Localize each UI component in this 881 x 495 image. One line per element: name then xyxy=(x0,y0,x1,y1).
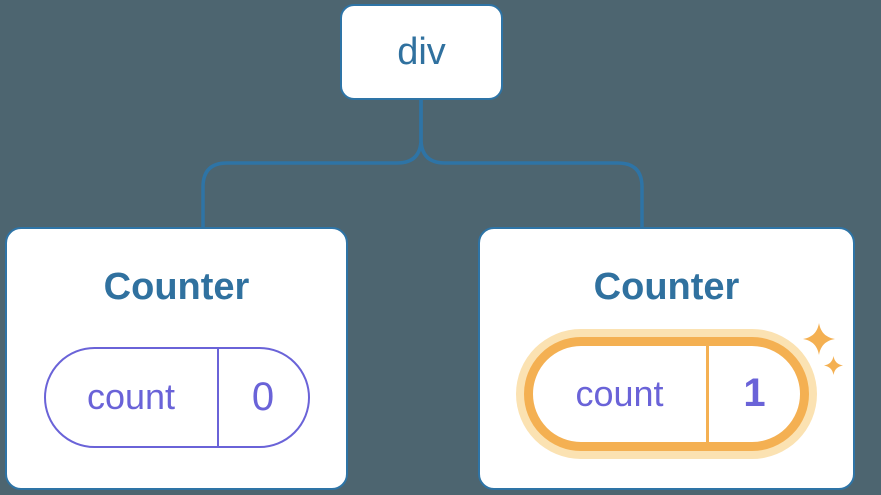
connector-right-branch xyxy=(419,99,644,227)
state-value: 0 xyxy=(251,374,275,419)
counter-card-right: Counter count 1 xyxy=(478,227,855,490)
state-pill-highlighted: count 1 xyxy=(524,336,809,451)
sparkle-icon-large xyxy=(803,323,835,355)
state-pill: count 0 xyxy=(43,346,310,448)
tree-root-node: div xyxy=(340,4,503,100)
pill-divider xyxy=(216,348,219,446)
state-value: 1 xyxy=(743,371,766,416)
connector-left-branch xyxy=(201,99,423,227)
root-node-label: div xyxy=(397,30,446,73)
sparkle-icon-small xyxy=(824,356,843,375)
card-title: Counter xyxy=(593,266,740,308)
state-key-label: count xyxy=(575,372,664,414)
state-key-label: count xyxy=(86,376,176,418)
counter-card-left: Counter count 0 xyxy=(5,227,348,490)
pill-divider xyxy=(706,345,709,442)
card-title: Counter xyxy=(103,266,250,308)
